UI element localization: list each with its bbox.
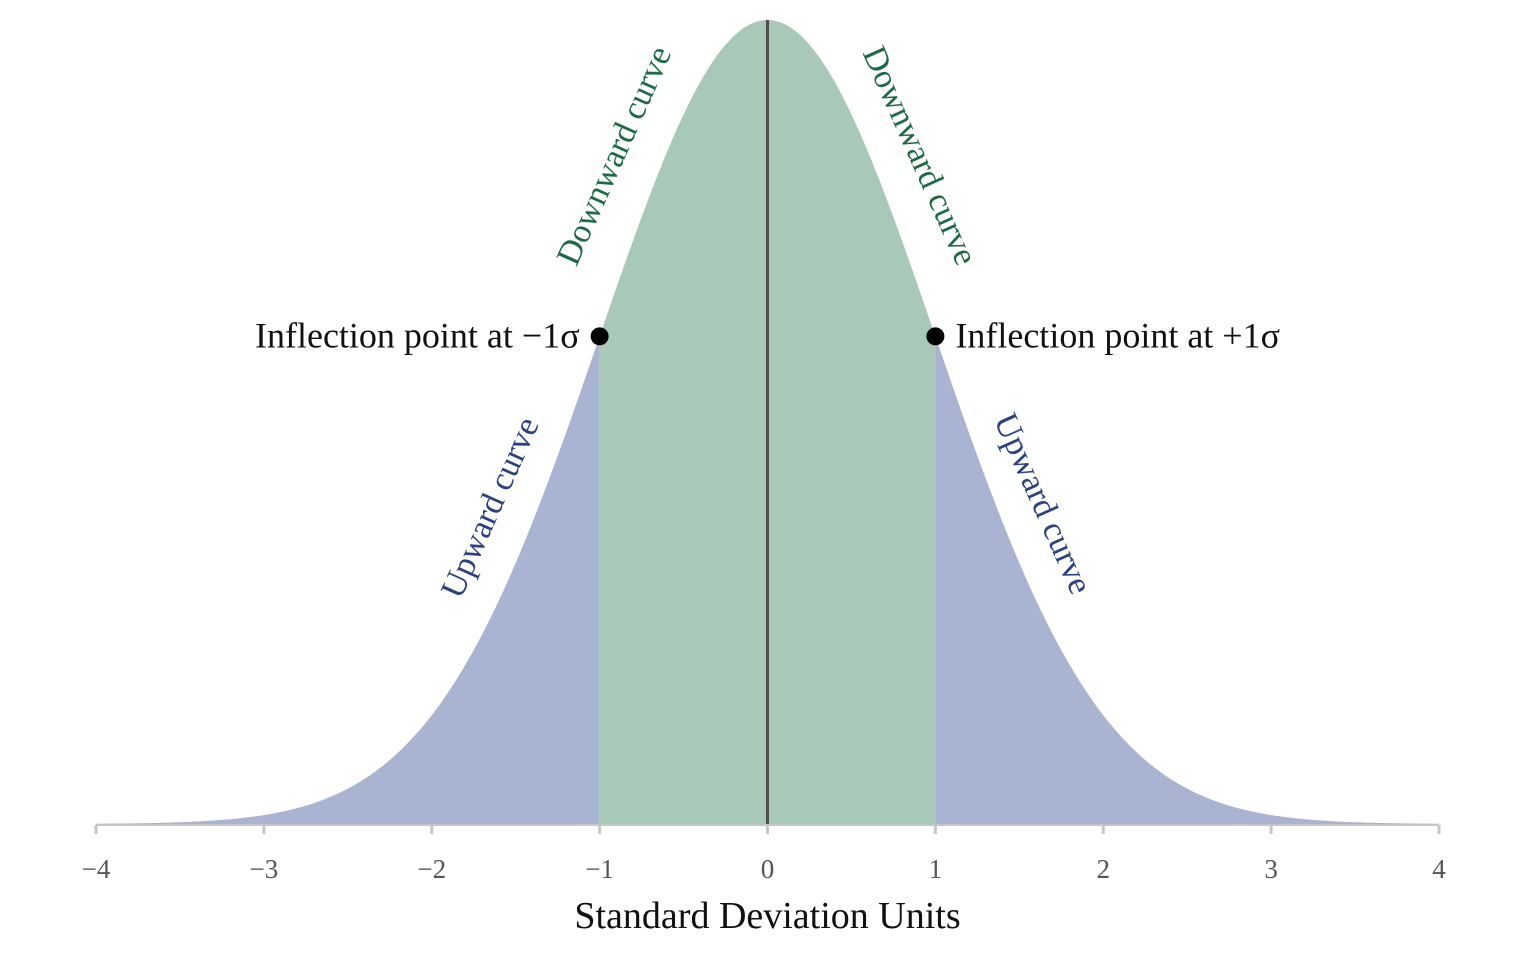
x-tick-label: 3 xyxy=(1264,854,1278,884)
x-tick-label: 1 xyxy=(929,854,943,884)
x-tick-label: −2 xyxy=(417,854,446,884)
inflection-label-right: Inflection point at +1σ xyxy=(955,315,1280,355)
inflection-point-left xyxy=(590,327,609,346)
x-tick-label: 4 xyxy=(1432,854,1446,884)
x-tick-label: −1 xyxy=(585,854,614,884)
x-tick-label: −4 xyxy=(82,854,111,884)
x-axis-title: Standard Deviation Units xyxy=(574,895,960,937)
inflection-point-right xyxy=(926,327,945,346)
x-tick-label: −3 xyxy=(250,854,279,884)
inflection-label-left: Inflection point at −1σ xyxy=(255,315,580,355)
x-tick-label: 0 xyxy=(761,854,775,884)
upward-curve-region-right xyxy=(935,336,1439,824)
x-tick-label: 2 xyxy=(1097,854,1111,884)
x-axis-ticks: −4 −3 −2 −1 0 1 2 3 4 xyxy=(82,825,1446,884)
upward-curve-region-left xyxy=(96,336,600,824)
